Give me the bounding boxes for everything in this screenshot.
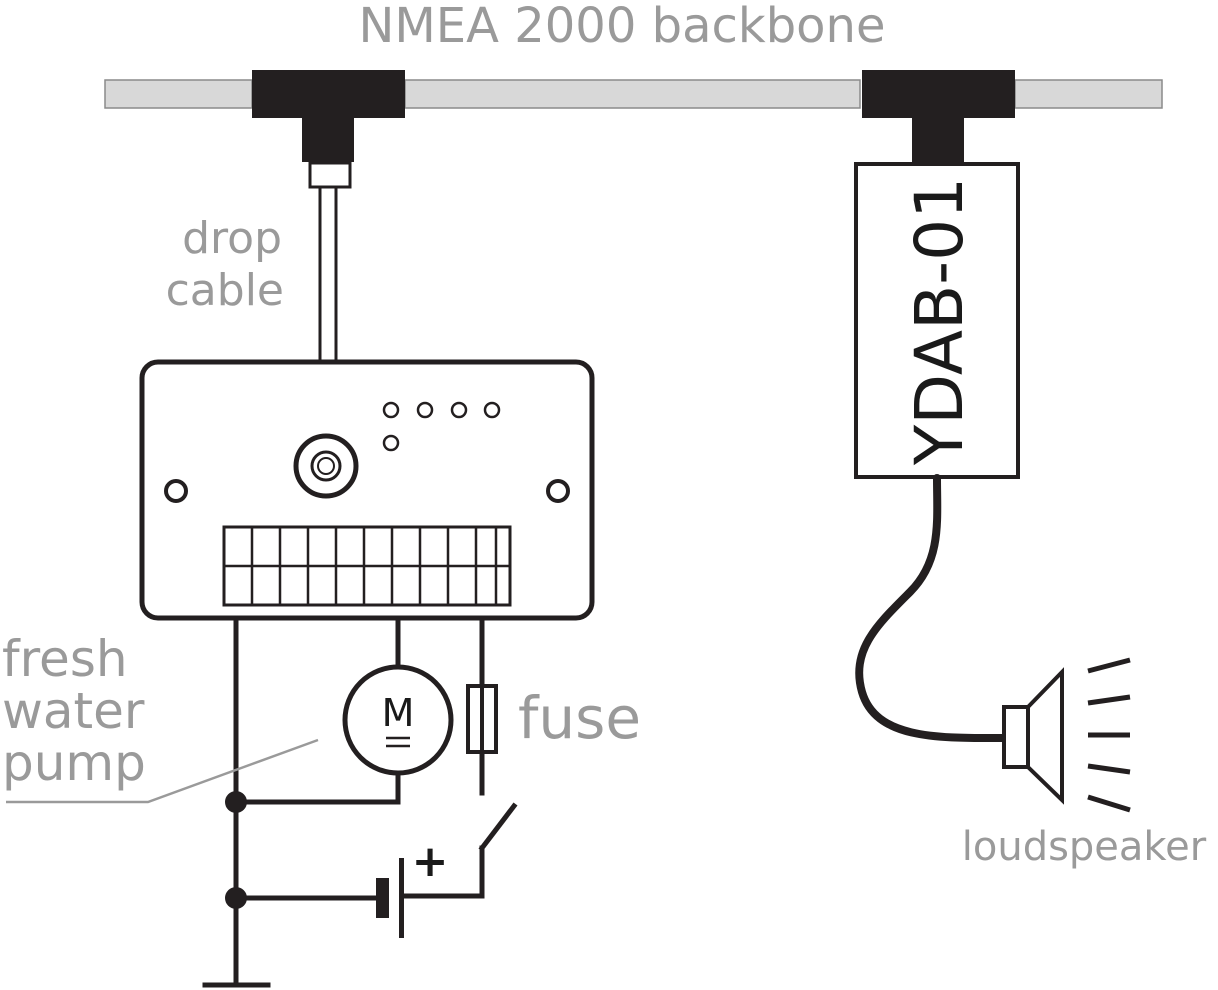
pump-label-line1: fresh (2, 630, 128, 688)
loudspeaker-symbol (1002, 657, 1131, 813)
mounting-hole-right (546, 479, 570, 503)
controller-box (139, 359, 595, 621)
motor-symbol (342, 664, 454, 776)
junction-dot-upper (225, 791, 247, 813)
motor-letter: M (382, 691, 415, 735)
fuse-symbol (466, 684, 498, 754)
pump-label-line3: pump (2, 734, 146, 792)
backbone-title: NMEA 2000 backbone (358, 0, 885, 54)
ydab-device-label: YDAB-01 (901, 177, 978, 466)
junction-dot-lower (225, 887, 247, 909)
speaker-cable (855, 474, 1008, 743)
pump-label-line2: water (2, 682, 145, 740)
nmea-socket (293, 433, 359, 499)
battery-plus-sign: + (412, 836, 449, 887)
circuit-wires (202, 617, 518, 988)
mounting-hole-left (164, 479, 188, 503)
ydab-device (854, 162, 1020, 479)
t-connector-left (252, 70, 405, 162)
loudspeaker-label: loudspeaker (962, 824, 1207, 870)
nmea-backbone (104, 79, 1163, 109)
t-connector-right (862, 70, 1015, 162)
battery-symbol (376, 858, 404, 938)
drop-cable-label-line2: cable (166, 265, 284, 316)
drop-cable-label-line1: drop (182, 213, 282, 264)
pump-leader-line (6, 738, 319, 804)
terminal-block (222, 525, 512, 607)
status-leds (382, 401, 501, 452)
fuse-label: fuse (518, 684, 641, 752)
